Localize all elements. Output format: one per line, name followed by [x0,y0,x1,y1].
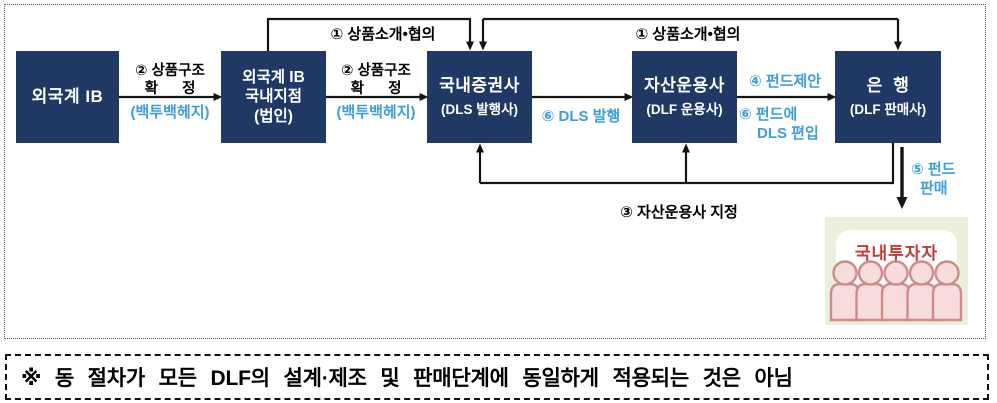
box-foreign-ib-label: 외국계 IB [31,86,104,106]
label-hedge-2: (백투백헤지) [336,104,416,121]
connector-arrows [119,17,908,209]
label-fund-propose: ④ 펀드제안 [748,73,822,90]
diagram-border [4,4,986,339]
investors-box: 국내투자자 [825,217,968,325]
label-structure-2: ② 상품구조 [341,63,411,79]
box-branch-line-1: 외국계 IB [242,68,305,86]
label-fund-include-2: DLS 편입 [757,125,819,142]
label-structure-1: ② 상품구조 [135,63,205,79]
box-asset-manager: 자산운용사 (DLF 운용사) [632,51,737,143]
label-fund-include-1: ⑥ 펀드에 [739,106,798,123]
box-branch-line-3: (법인) [254,107,293,125]
investors-people-icon [829,260,963,322]
investors-title: 국내투자자 [854,244,939,263]
label-fund-sale-1: ⑤ 펀드 [911,161,956,178]
box-foreign-ib: 외국계 IB [16,51,119,143]
label-hedge-1: (백투백헤지) [130,104,210,121]
label-designate-manager: ③ 자산운용사 지정 [620,204,738,221]
box-bank-title: 은 행 [866,76,910,96]
box-asset-manager-title: 자산운용사 [644,76,725,96]
box-branch-line-2: 국내지점 [244,88,303,106]
box-foreign-ib-branch: 외국계 IB 국내지점 (법인) [221,51,326,143]
box-domestic-securities: 국내증권사 (DLS 발행사) [427,51,532,143]
label-intro-right: ① 상품소개•협의 [635,26,741,43]
footnote-box: ※ 동 절차가 모든 DLF의 설계·제조 및 판매단계에 동일하게 적용되는 … [5,354,989,400]
label-intro-left: ① 상품소개•협의 [330,26,436,43]
label-dls-issue: ⑥ DLS 발행 [541,108,621,125]
box-securities-subtitle: (DLS 발행사) [440,101,518,117]
box-bank: 은 행 (DLF 판매사) [835,51,941,143]
label-fund-sale-2: 판매 [920,180,948,197]
box-securities-title: 국내증권사 [439,76,520,96]
label-confirm-1: 확 정 [144,81,196,97]
footnote-text: ※ 동 절차가 모든 DLF의 설계·제조 및 판매단계에 동일하게 적용되는 … [21,367,793,390]
box-asset-manager-subtitle: (DLF 운용사) [646,101,723,117]
label-confirm-2: 확 정 [350,81,402,97]
box-bank-subtitle: (DLF 판매사) [849,101,927,117]
